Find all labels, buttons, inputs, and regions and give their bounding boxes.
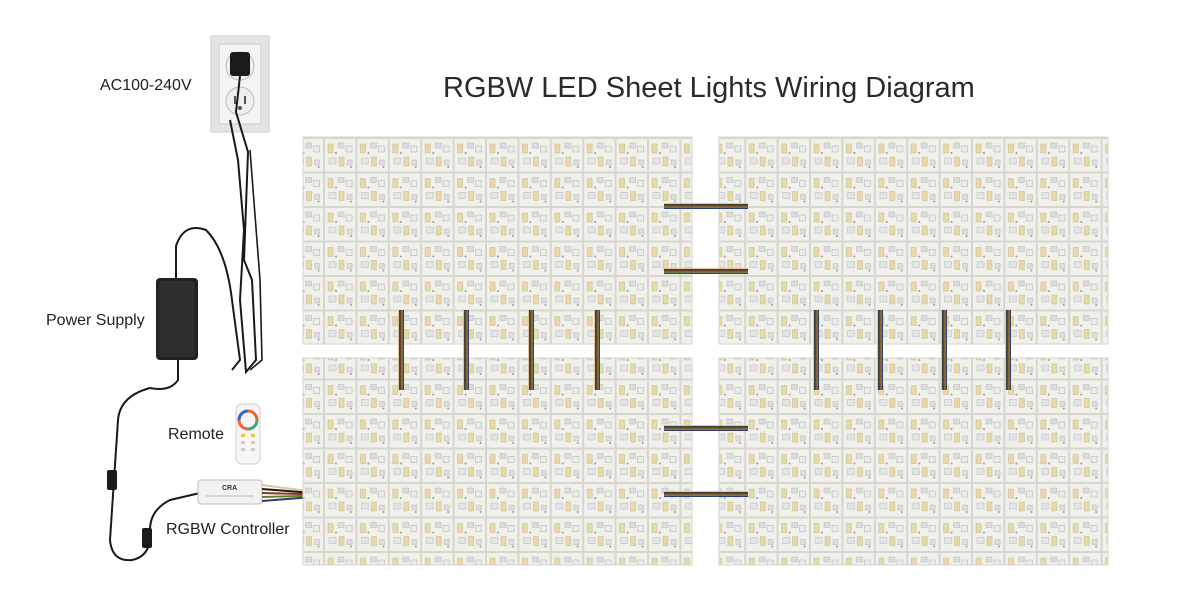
dc-input-cord xyxy=(175,227,242,371)
power-supply-label: Power Supply xyxy=(46,312,145,329)
ac-voltage-label: AC100-240V xyxy=(100,77,192,94)
dc-connector xyxy=(107,470,117,490)
horizontal-jumpers xyxy=(664,203,748,497)
rgbw-controller-label: RGBW Controller xyxy=(166,521,290,538)
power-plug-icon xyxy=(230,52,250,76)
controller-brand-logo: CRA xyxy=(222,485,237,492)
led-sheet-panel-bottom-right xyxy=(718,357,1109,566)
led-sheet-panel-bottom-left xyxy=(302,357,693,566)
power-supply-unit xyxy=(156,278,198,360)
rgbw-controller-box: CRA xyxy=(197,479,263,505)
diagram-title: RGBW LED Sheet Lights Wiring Diagram xyxy=(443,72,975,104)
psu-output-cord xyxy=(108,360,201,562)
vertical-jumpers xyxy=(398,310,1011,390)
remote-control xyxy=(235,403,261,465)
led-sheet-panel-top-right xyxy=(718,136,1109,345)
led-sheet-panel-top-left xyxy=(302,136,693,345)
dc-connector-2 xyxy=(142,528,152,548)
ac-power-cord xyxy=(229,75,258,375)
remote-label: Remote xyxy=(168,426,225,443)
